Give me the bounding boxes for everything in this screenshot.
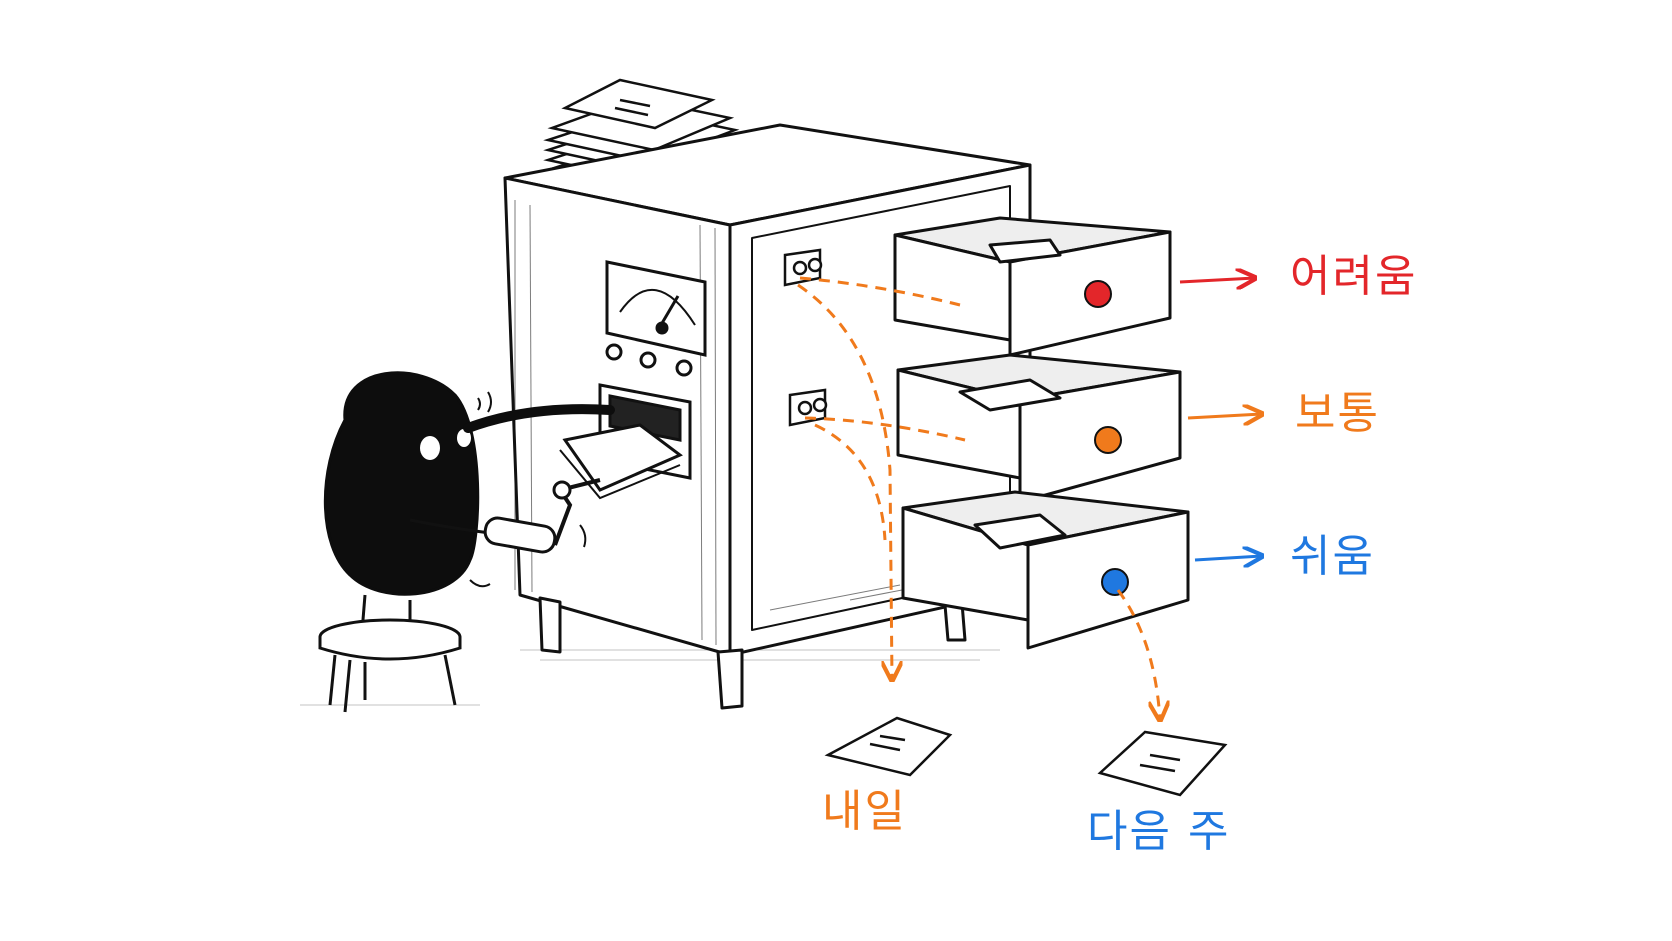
creature-figure [323,371,615,633]
connector-ports [783,248,828,427]
drawer-knob-red [1084,280,1112,308]
label-medium: 보통 [1295,388,1380,439]
drawer-knob-blue [1101,568,1129,596]
drawer-hard [893,216,1172,357]
output-card-next-week [1097,730,1228,797]
drawer-knob-orange [1094,426,1122,454]
label-hard: 어려움 [1290,251,1418,302]
label-next-week: 다음 주 [1087,806,1231,857]
input-slot [559,383,692,500]
output-card-tomorrow [824,716,953,777]
label-easy: 쉬움 [1290,531,1375,582]
label-tomorrow: 내일 [822,786,907,837]
drawer-medium [896,353,1182,504]
arrow-medium [1187,414,1262,418]
gauge-dial [605,260,707,377]
routing-arrows [797,276,1160,720]
arrow-easy [1194,556,1262,560]
arrow-hard [1179,278,1255,282]
drawer-easy [901,490,1190,650]
hand-crank [483,478,601,554]
stool [318,618,462,713]
